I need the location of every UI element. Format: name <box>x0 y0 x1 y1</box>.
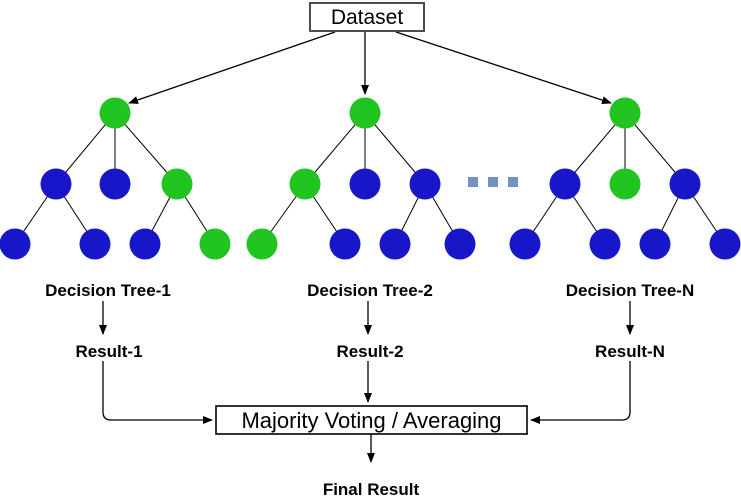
tree-2-node-green <box>289 168 321 200</box>
decision-tree-2-label: Decision Tree-2 <box>307 281 433 300</box>
tree-2-node-green <box>349 97 381 129</box>
tree-2-node-blue <box>444 228 476 260</box>
ellipsis-dot <box>468 177 478 187</box>
result1-to-majority-elbow-arrow <box>102 361 213 424</box>
ellipsis-dot <box>508 177 518 187</box>
tree-1-node-green <box>199 228 231 260</box>
decision-tree-3-label: Decision Tree-N <box>566 281 695 300</box>
final-result-label: Final Result <box>323 480 420 499</box>
tree-1-edge <box>114 112 178 185</box>
tree-1-node-blue <box>99 168 131 200</box>
tree-3-node-green <box>609 97 641 129</box>
tree-2-node-blue <box>329 228 361 260</box>
tree-2-node-blue <box>409 168 441 200</box>
result-3-label: Result-N <box>595 342 665 361</box>
decision-tree-1-label: Decision Tree-1 <box>45 281 171 300</box>
result-2-label: Result-2 <box>336 342 403 361</box>
majority-voting-box <box>215 405 528 435</box>
tree-3-node-blue <box>669 168 701 200</box>
tree-2-node-blue <box>349 168 381 200</box>
majority-voting-label: Majority Voting / Averaging <box>241 408 501 433</box>
resultN-to-majority-elbow-arrow <box>530 361 631 424</box>
tree-1-node-blue <box>79 228 111 260</box>
dataset-to-treeN-arrow <box>395 31 612 104</box>
tree-3-node-blue <box>549 168 581 200</box>
tree-1-node-green <box>99 97 131 129</box>
ellipsis-dot <box>488 177 498 187</box>
tree-1-node-blue <box>0 228 31 260</box>
tree-3-node-blue <box>589 228 621 260</box>
tree-1-node-blue <box>40 168 72 200</box>
tree-3-node-green <box>609 168 641 200</box>
tree-2-node-green <box>246 228 278 260</box>
dataset-box <box>309 2 425 32</box>
dataset-to-tree1-arrow <box>128 31 336 104</box>
tree-1-node-blue <box>129 228 161 260</box>
dataset-label: Dataset <box>331 6 404 29</box>
tree-3-node-blue <box>709 228 741 260</box>
tree-1-node-green <box>161 168 193 200</box>
tree-3-node-blue <box>639 228 671 260</box>
tree-3-node-blue <box>509 228 541 260</box>
tree-2-node-blue <box>379 228 411 260</box>
result-1-label: Result-1 <box>75 342 142 361</box>
